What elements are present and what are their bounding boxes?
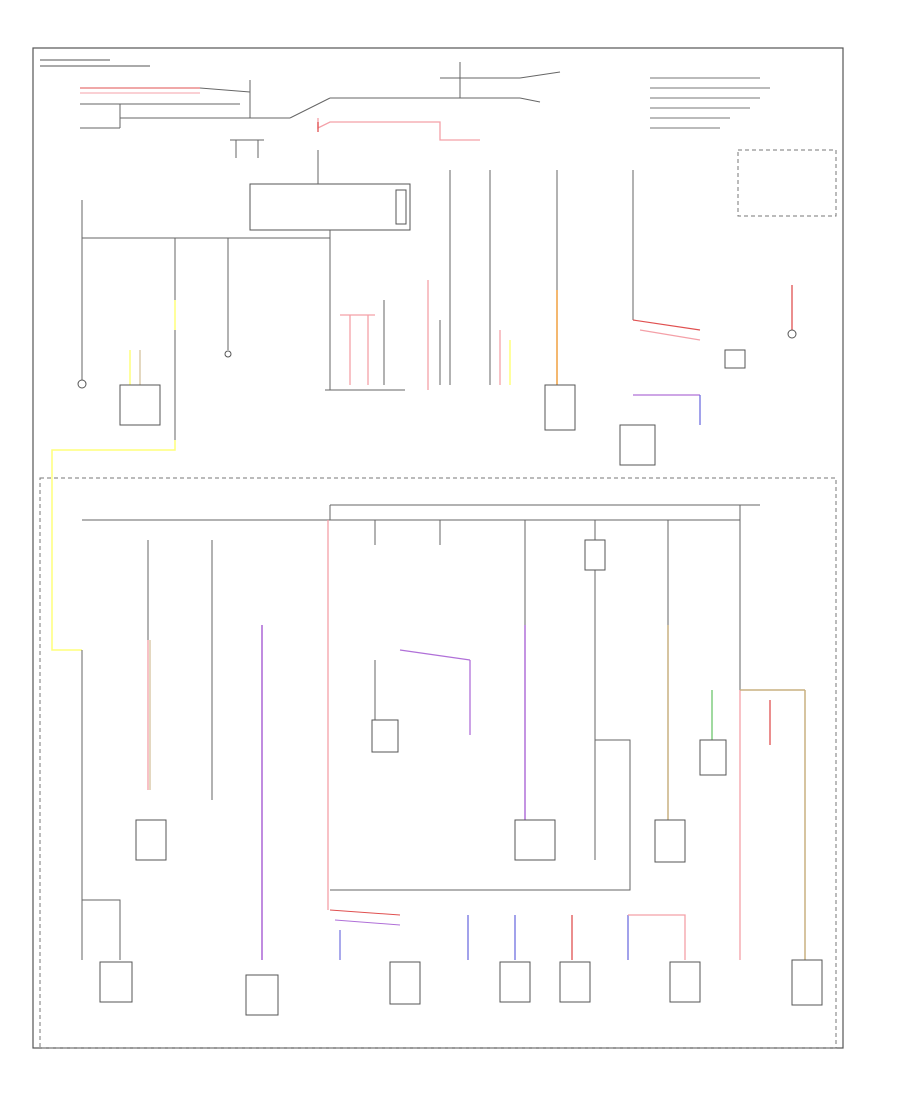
yellow-crossover-wire (51, 440, 176, 651)
upper-feed-cluster-3 (489, 170, 511, 385)
upper-bus (81, 200, 331, 239)
upper-feed-3 (224, 238, 232, 358)
upper-feed-cluster-2 (427, 170, 451, 390)
right-tan-feed (654, 520, 686, 863)
upper-feed-cluster-4 (544, 170, 576, 431)
middle-box (39, 477, 837, 1049)
upper-feed-left (77, 238, 87, 389)
lower-left-relay (135, 540, 167, 861)
legend-lines (650, 77, 770, 129)
upper-feed-2 (119, 238, 176, 440)
top-left-note (40, 59, 150, 67)
battery-icon (230, 139, 264, 158)
center-component-1 (371, 520, 471, 753)
diagram-frame (32, 47, 844, 1049)
main-feed-red (317, 118, 480, 141)
battery-feed-wires (80, 62, 561, 129)
upper-right-box (737, 149, 837, 217)
center-right-relay (330, 520, 631, 891)
right-cluster (699, 505, 823, 1006)
upper-feed-right (787, 285, 797, 339)
lower-red-feed (327, 520, 401, 960)
lower-bus (82, 504, 760, 521)
upper-feed-cluster-1 (325, 238, 405, 391)
main-fuse-box (249, 150, 411, 231)
lower-violet-feed (245, 625, 279, 1016)
center-violet-feed (514, 520, 556, 861)
upper-feed-cluster-5 (619, 170, 746, 466)
bottom-row (81, 650, 701, 1005)
